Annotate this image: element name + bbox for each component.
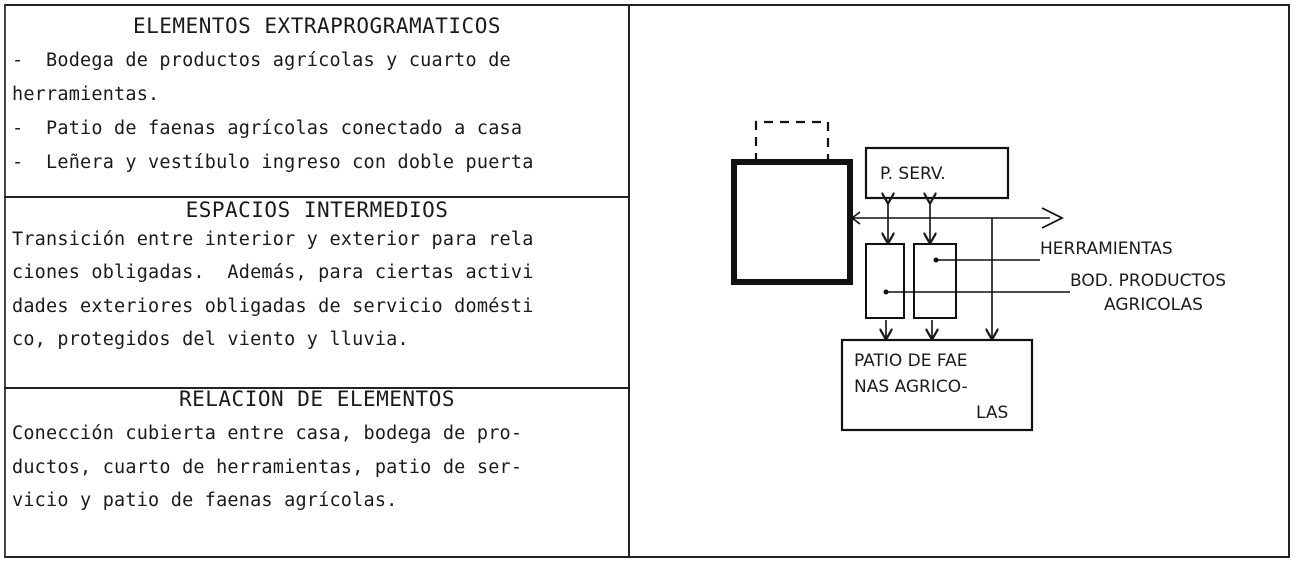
- text-line: ductos, cuarto de herramientas, patio de…: [12, 457, 523, 478]
- open-arrow: [1041, 207, 1065, 229]
- vestibulo-dashed: [754, 120, 830, 162]
- section-title: ELEMENTOS EXTRAPROGRAMATICOS: [132, 14, 501, 38]
- section-divider: [4, 196, 630, 198]
- p-serv-box: [864, 146, 1010, 200]
- patio-label-1: PATIO DE FAE: [854, 351, 967, 371]
- diagram-svg: P. SERV. HERRAMIENTAS BOD. PRODUCTOS AGR…: [731, 120, 1226, 432]
- casa-box: [731, 159, 853, 285]
- herramientas-box: [913, 243, 957, 319]
- section-title: ESPACIOS INTERMEDIOS: [185, 198, 449, 222]
- page-frame: [4, 4, 1290, 558]
- herramientas-label: HERRAMIENTAS: [1040, 239, 1173, 259]
- section-espacios-intermedios: ESPACIOS INTERMEDIOS Transición entre in…: [6, 198, 628, 386]
- text-line: - Patio de faenas agrícolas conectado a …: [12, 118, 523, 139]
- relationship-diagram: P. SERV. HERRAMIENTAS BOD. PRODUCTOS AGR…: [630, 4, 1286, 556]
- text-line: co, protegidos del viento y lluvia.: [12, 329, 409, 350]
- section-title: RELACION DE ELEMENTOS: [178, 387, 455, 411]
- bodega-box: [865, 243, 905, 319]
- section-divider: [4, 387, 630, 389]
- text-line: dades exteriores obligadas de servicio d…: [12, 296, 534, 317]
- text-line: - Leñera y vestíbulo ingreso con doble p…: [12, 152, 534, 173]
- text-line: Transición entre interior y exterior par…: [12, 229, 534, 250]
- bodega-label-2: AGRICOLAS: [1104, 295, 1203, 315]
- p-serv-label: P. SERV.: [880, 164, 946, 184]
- text-line: vicio y patio de faenas agrícolas.: [12, 490, 398, 511]
- patio-label-2: NAS AGRICO-: [854, 377, 968, 397]
- patio-label-3: LAS: [976, 403, 1008, 423]
- text-line: Conección cubierta entre casa, bodega de…: [12, 423, 523, 444]
- section-extraprogramaticos: ELEMENTOS EXTRAPROGRAMATICOS - Bodega de…: [6, 6, 628, 196]
- section-relacion-elementos: RELACION DE ELEMENTOS Conección cubierta…: [6, 387, 628, 554]
- left-arrowhead: [850, 211, 861, 225]
- text-line: ciones obligadas. Además, para ciertas a…: [12, 262, 534, 283]
- column-divider: [628, 4, 630, 558]
- text-line: - Bodega de productos agrícolas y cuarto…: [12, 50, 511, 71]
- text-line: herramientas.: [12, 84, 160, 105]
- bodega-label-1: BOD. PRODUCTOS: [1070, 271, 1226, 291]
- patio-faenas-box: [840, 338, 1034, 432]
